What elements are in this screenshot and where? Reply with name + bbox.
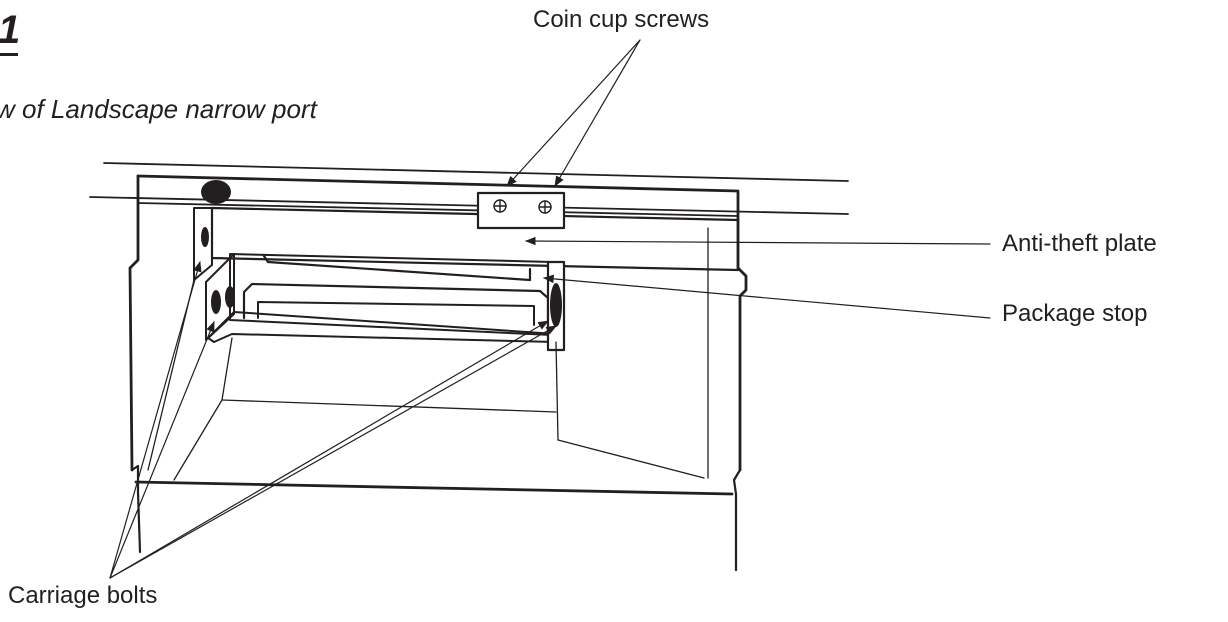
leader-coin-cup-screws bbox=[506, 39, 641, 187]
leader-carriage-bolts bbox=[109, 260, 557, 579]
figure-caption: w of Landscape narrow port bbox=[0, 94, 317, 124]
side-block bbox=[205, 253, 557, 343]
carriage-bolt-top bbox=[201, 180, 231, 204]
anti-theft-plate-label: Anti-theft plate bbox=[1002, 230, 1157, 257]
carriage-bolt-mid-a bbox=[211, 290, 221, 314]
anti-theft-plate bbox=[210, 206, 740, 272]
package-stop-label: Package stop bbox=[1002, 300, 1148, 327]
coin-cup-screw-left bbox=[493, 199, 507, 213]
leader-anti-theft-plate bbox=[524, 236, 991, 246]
base bbox=[130, 464, 742, 572]
carriage-bolt-left bbox=[201, 227, 209, 247]
coin-cup-screw-right bbox=[538, 200, 552, 214]
carriage-bolt-right bbox=[550, 283, 562, 327]
left-bracket bbox=[193, 207, 213, 281]
leader-package-stop bbox=[542, 274, 991, 319]
coin-cup-plate bbox=[476, 191, 566, 230]
compartment-lines bbox=[147, 227, 709, 481]
carriage-bolts-label: Carriage bolts bbox=[8, 582, 158, 609]
figure-number: 1 bbox=[0, 8, 21, 56]
coin-cup-screws-label: Coin cup screws bbox=[533, 6, 710, 33]
carriage-bolt-mid-b bbox=[225, 286, 235, 308]
